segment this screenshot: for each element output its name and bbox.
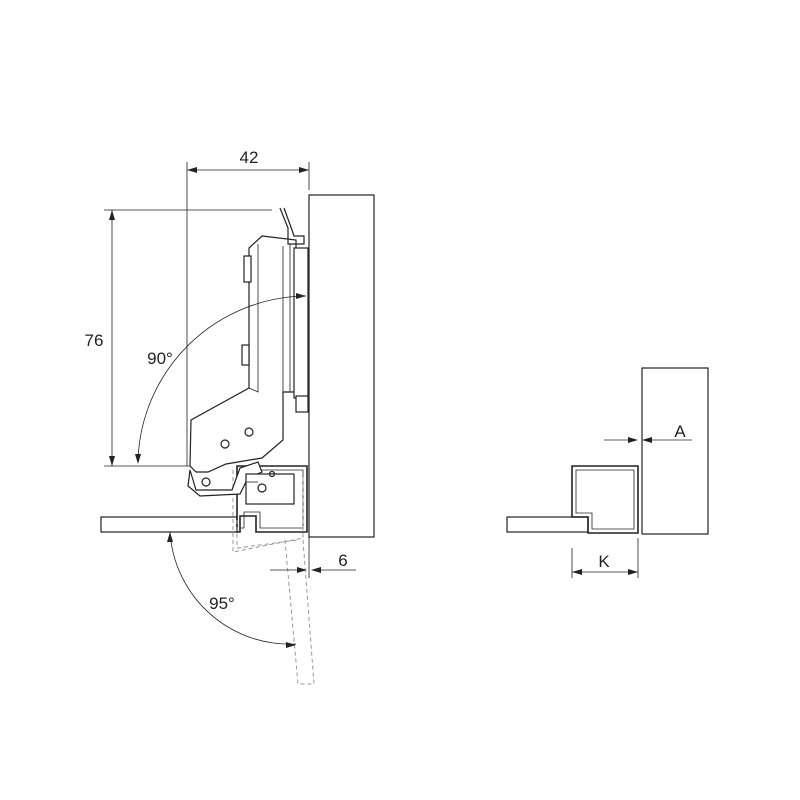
dimension-a <box>604 437 692 443</box>
dimension-6 <box>270 537 356 578</box>
profile-detail-view: A K <box>506 367 709 578</box>
dimension-k-label: K <box>598 552 610 571</box>
angle-90-arc <box>135 293 307 464</box>
angle-95-arc <box>167 531 297 648</box>
detail-aluminium-profile <box>571 465 639 534</box>
open-position-outline <box>232 470 315 685</box>
dimension-76 <box>104 209 272 467</box>
angle-95-label: 95° <box>209 594 235 613</box>
hinge-arm <box>187 207 309 505</box>
dimension-42-label: 42 <box>240 148 259 167</box>
angle-90-label: 90° <box>147 349 173 368</box>
detail-door-panel <box>506 516 589 533</box>
hinge-side-view: 42 76 90° 95° <box>85 148 375 685</box>
detail-cabinet-panel <box>641 367 709 535</box>
dimension-6-label: 6 <box>338 551 347 570</box>
dimension-k <box>571 538 639 578</box>
dimension-76-label: 76 <box>85 331 104 350</box>
dimension-a-label: A <box>674 422 686 441</box>
door-panel-closed <box>100 516 238 533</box>
cabinet-side-panel <box>308 194 375 538</box>
dimension-42 <box>186 162 310 466</box>
